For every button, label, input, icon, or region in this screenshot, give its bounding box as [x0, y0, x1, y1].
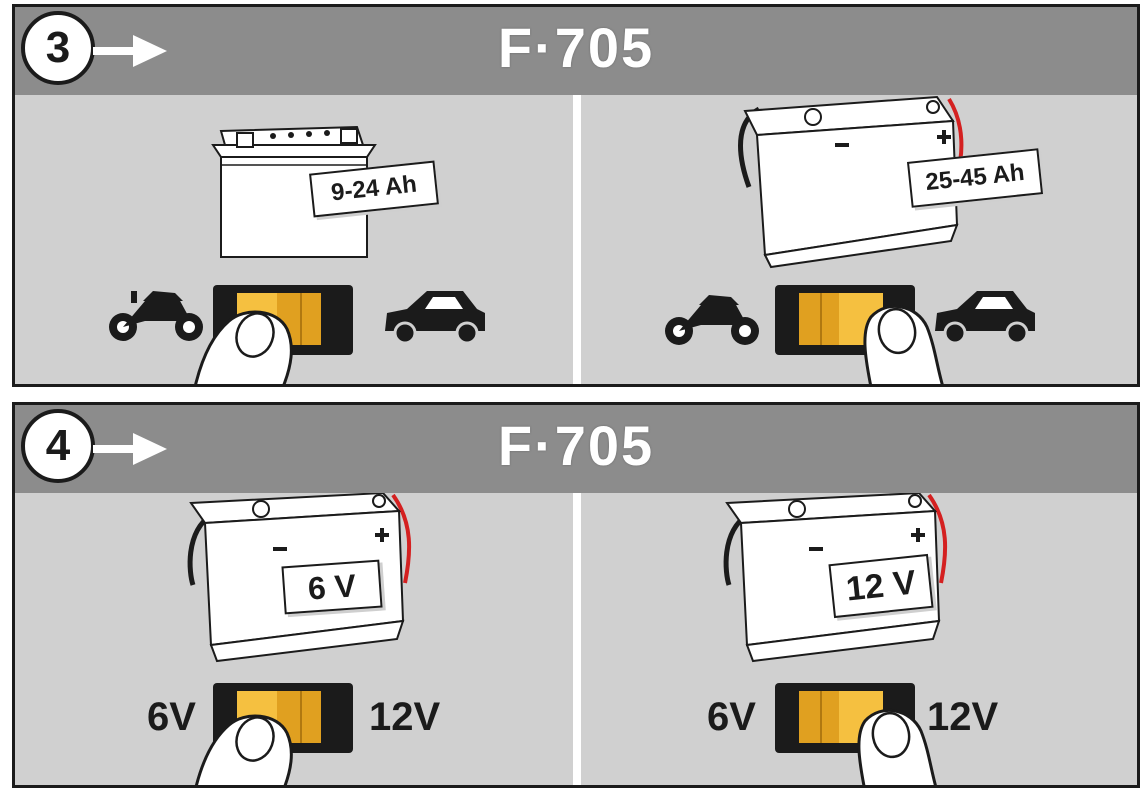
- voltage-label-6v: 6 V: [281, 559, 383, 615]
- voltage-label-12v: 12 V: [828, 553, 934, 619]
- battery-icon: [187, 493, 412, 663]
- battery-icon: [738, 95, 964, 269]
- step-number-badge: 3: [21, 11, 95, 85]
- pane-divider: [573, 493, 581, 785]
- arrow-right-icon: [93, 35, 167, 67]
- pane-6v: 6 V 6V 12V: [15, 493, 573, 785]
- switch-label-12v: 12V: [369, 695, 441, 739]
- battery-icon: [723, 493, 948, 663]
- switch-label-6v: 6V: [147, 695, 196, 739]
- step-number-badge: 4: [21, 409, 95, 483]
- step-4-panel: 4 F·705 6 V 6V 12V: [12, 402, 1140, 788]
- switch-label-12v: 12V: [927, 695, 999, 739]
- step-3-panel: 3 F·705 9-24 Ah: [12, 4, 1140, 387]
- step-4-header: 4 F·705: [15, 405, 1137, 493]
- arrow-right-icon: [93, 433, 167, 465]
- model-name: F·705: [497, 414, 655, 477]
- pane-small-battery: 9-24 Ah: [15, 95, 573, 384]
- battery-icon: [211, 125, 377, 258]
- pane-divider: [573, 95, 581, 384]
- model-name: F·705: [497, 16, 655, 79]
- pane-large-battery: 25-45 Ah: [581, 95, 1137, 384]
- pane-12v: 12 V 6V 12V: [581, 493, 1137, 785]
- step-3-header: 3 F·705: [15, 7, 1137, 95]
- switch-label-6v: 6V: [707, 695, 756, 739]
